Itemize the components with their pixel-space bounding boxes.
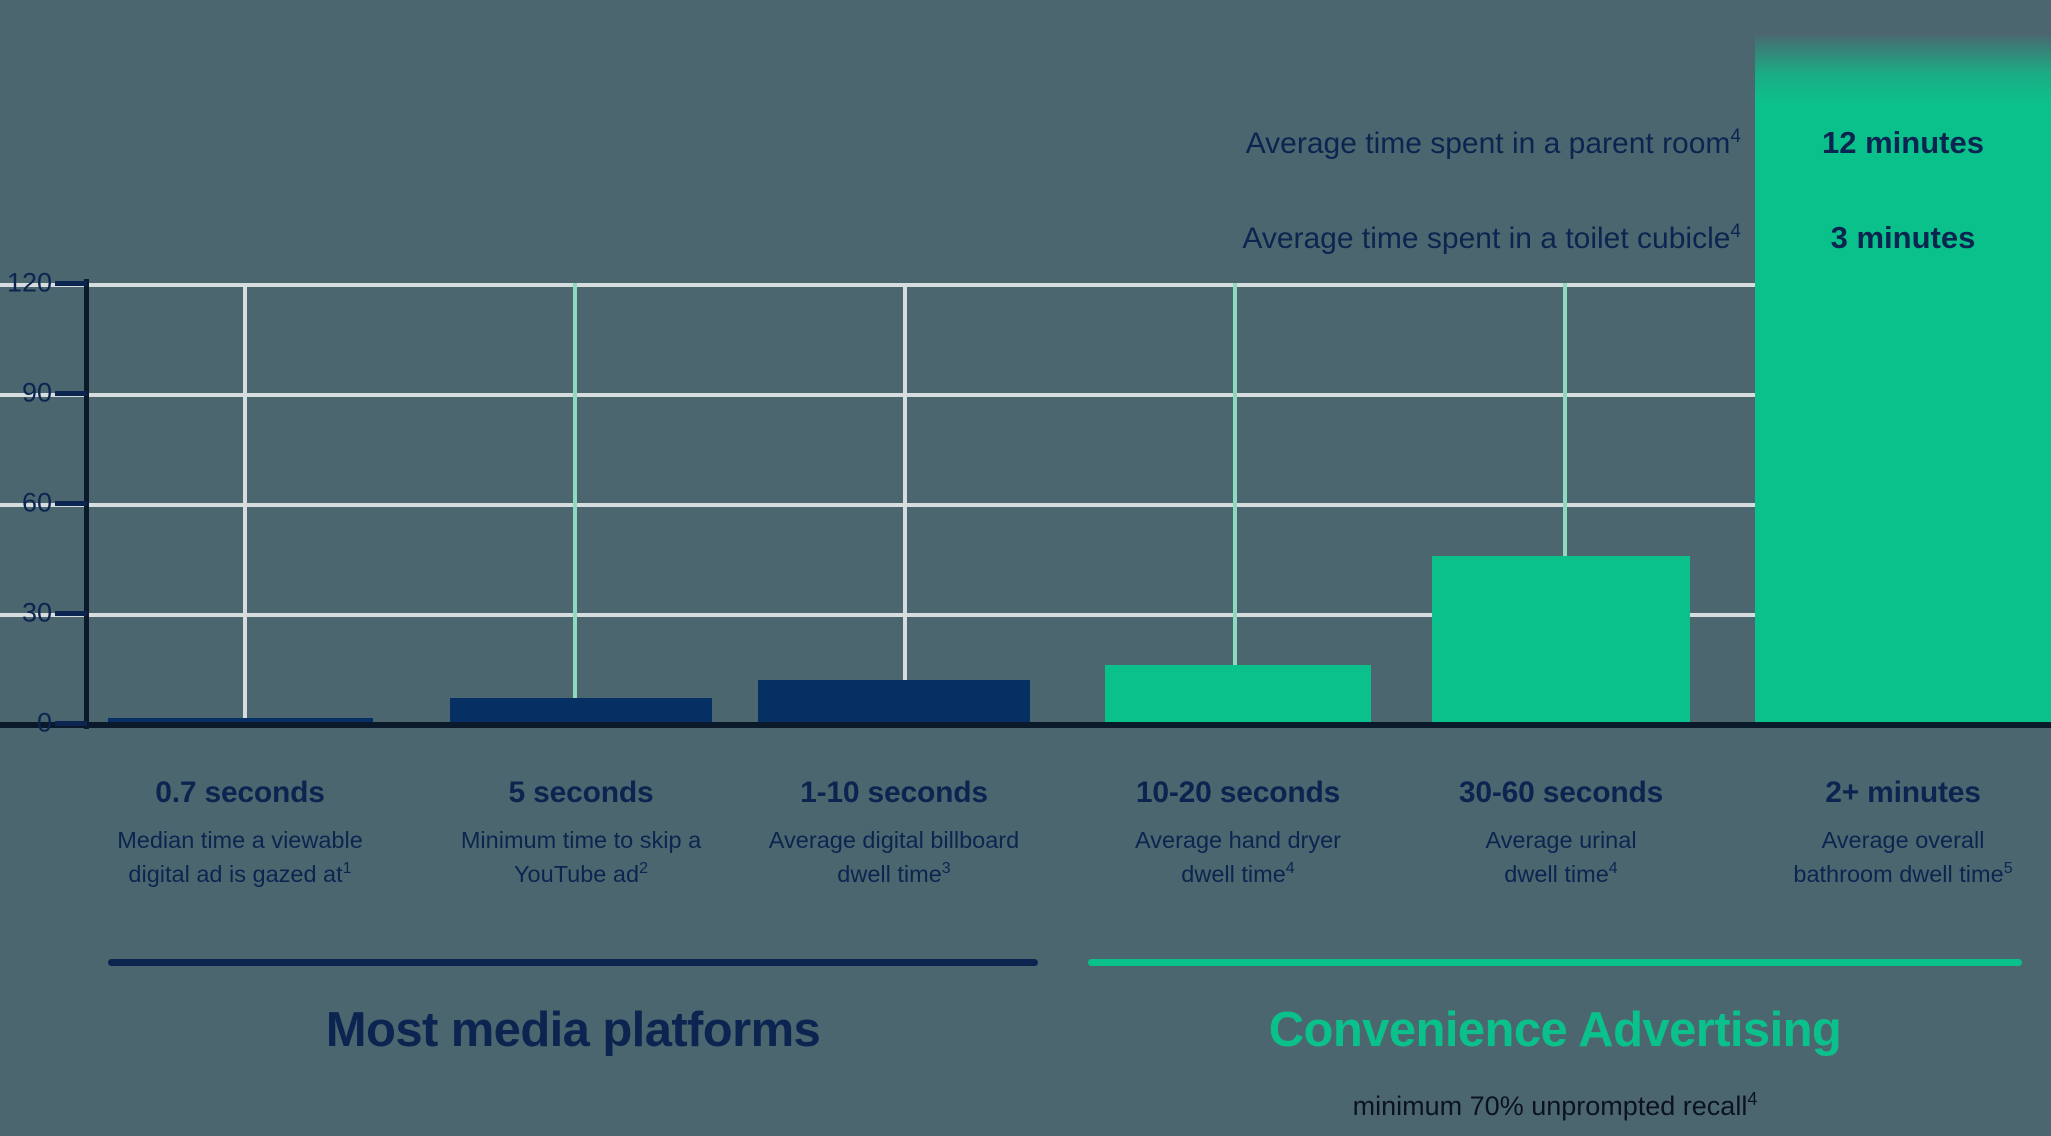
bar-5-seconds[interactable] (450, 698, 712, 725)
vline-3 (903, 283, 907, 722)
bar-30-60-seconds[interactable] (1432, 556, 1690, 725)
xlabel-headline-4: 30-60 seconds (1458, 776, 1664, 809)
xlabel-sub-line2-0: digital ad is gazed at (128, 861, 343, 888)
xlabel-footnote-4: 4 (1608, 860, 1618, 878)
gridline-120 (0, 283, 2051, 287)
xlabel-headline-1: 5 seconds (508, 776, 654, 809)
xlabel-sub-line2-3: dwell time (1181, 861, 1286, 888)
group-rule-convenience (1088, 959, 2022, 966)
xlabel-group-0: 0.7 seconds Median time a viewable digit… (70, 776, 410, 892)
ytick-label-60: 60 (21, 487, 52, 518)
ytick-mark-120 (55, 281, 87, 286)
xlabel-footnote-5: 5 (2003, 860, 2013, 878)
xlabel-sub-5: Average overall bathroom dwell time5 (1733, 823, 2051, 892)
ytick-mark-30 (55, 611, 87, 616)
bar-2-plus-minutes[interactable] (1755, 33, 2051, 725)
xlabel-sub-1: Minimum time to skip a YouTube ad2 (411, 823, 751, 892)
xlabel-sub-line1-4: Average urinal (1485, 827, 1637, 853)
group-note-footnote: 4 (1747, 1089, 1758, 1109)
xlabel-group-1: 5 seconds Minimum time to skip a YouTube… (411, 776, 751, 892)
group-rule-media (108, 959, 1038, 966)
ytick-label-120: 120 (6, 267, 52, 298)
group-note-text: minimum 70% unprompted recall (1352, 1091, 1748, 1121)
vline-5 (1563, 283, 1567, 722)
xlabel-sub-line1-5: Average overall (1821, 827, 1985, 853)
gridline-90 (0, 393, 2051, 397)
vline-1 (243, 283, 247, 722)
gridline-60 (0, 503, 2051, 507)
bar-10-20-seconds[interactable] (1105, 665, 1371, 725)
xlabel-headline-0: 0.7 seconds (155, 776, 325, 809)
xlabel-headline-2: 1-10 seconds (800, 776, 988, 809)
annotation-toilet-cubicle-footnote: 4 (1730, 221, 1741, 242)
xlabel-sub-3: Average hand dryer dwell time4 (1068, 823, 1408, 892)
xlabel-group-3: 10-20 seconds Average hand dryer dwell t… (1068, 776, 1408, 892)
ytick-label-30: 30 (21, 597, 52, 628)
xlabel-group-2: 1-10 seconds Average digital billboard d… (724, 776, 1064, 892)
vline-4 (1233, 283, 1237, 722)
group-title-media: Most media platforms (325, 1003, 821, 1057)
annotation-parent-room-footnote: 4 (1730, 126, 1741, 147)
xlabel-sub-line1-2: Average digital billboard (768, 827, 1020, 853)
ytick-mark-90 (55, 391, 87, 396)
xlabel-footnote-2: 3 (941, 860, 951, 878)
annotation-toilet-cubicle-text: Average time spent in a toilet cubicle (1242, 222, 1731, 255)
xlabel-sub-4: Average urinal dwell time4 (1391, 823, 1731, 892)
xlabel-sub-line1-0: Median time a viewable (117, 827, 363, 853)
gridline-30 (0, 613, 2051, 617)
xlabel-sub-line2-4: dwell time (1504, 861, 1609, 888)
vline-2 (573, 283, 577, 722)
annotation-toilet-cubicle-value: 3 minutes (1830, 220, 1976, 255)
xlabel-sub-line1-1: Minimum time to skip a (460, 827, 702, 853)
bar-1-10-seconds[interactable] (758, 680, 1030, 725)
x-axis-line (0, 722, 2051, 728)
xlabel-sub-line2-2: dwell time (837, 861, 942, 888)
xlabel-sub-line1-3: Average hand dryer (1135, 827, 1341, 853)
xlabel-footnote-0: 1 (342, 860, 352, 878)
xlabel-footnote-1: 2 (639, 860, 648, 878)
xlabel-headline-5: 2+ minutes (1825, 776, 1981, 809)
xlabel-sub-line2-5: bathroom dwell time (1793, 861, 2004, 888)
xlabel-sub-0: Median time a viewable digital ad is gaz… (70, 823, 410, 892)
xlabel-group-4: 30-60 seconds Average urinal dwell time4 (1391, 776, 1731, 892)
xlabel-group-5: 2+ minutes Average overall bathroom dwel… (1733, 776, 2051, 892)
group-title-convenience: Convenience Advertising (1268, 1003, 1842, 1057)
annotation-toilet-cubicle-label: Average time spent in a toilet cubicle4 (1242, 221, 1741, 256)
annotation-parent-room-label: Average time spent in a parent room4 (1246, 126, 1741, 161)
annotation-parent-room-text: Average time spent in a parent room (1245, 127, 1731, 160)
ytick-label-90: 90 (21, 377, 52, 408)
bar-0-7-seconds[interactable] (108, 718, 373, 725)
xlabel-footnote-3: 4 (1285, 860, 1295, 878)
xlabel-sub-line2-1: YouTube ad (514, 861, 640, 888)
xlabel-sub-2: Average digital billboard dwell time3 (724, 823, 1064, 892)
ytick-mark-0 (55, 721, 87, 726)
ytick-label-0: 0 (36, 707, 52, 738)
ytick-mark-60 (55, 501, 87, 506)
annotation-parent-room-value: 12 minutes (1822, 125, 1984, 160)
xlabel-headline-3: 10-20 seconds (1135, 776, 1341, 809)
group-note-convenience: minimum 70% unprompted recall4 (1088, 1089, 2022, 1122)
